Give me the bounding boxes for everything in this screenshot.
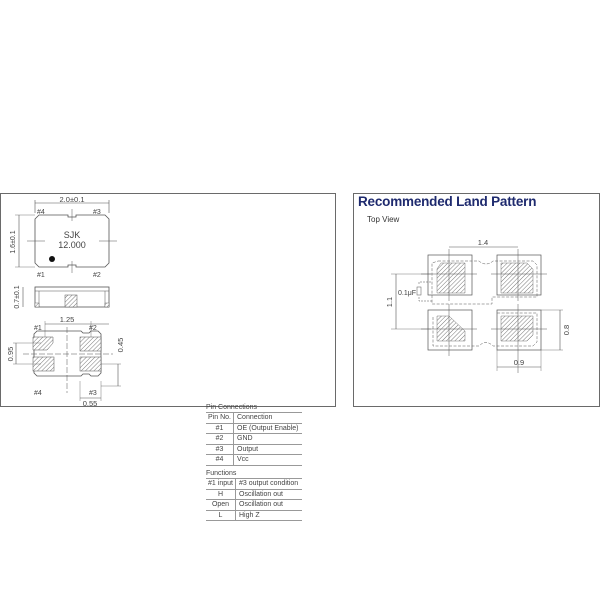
bottom-pitch-h: 1.25 [60, 315, 75, 324]
lp-pad-width: 0.9 [514, 358, 524, 367]
land-pattern-panel: Recommended Land Pattern Top View [353, 193, 600, 407]
functions-table: Functions #1 input #3 output condition H… [206, 469, 302, 521]
bottom-pitch-v: 0.95 [6, 347, 15, 362]
cell: Vcc [237, 456, 249, 463]
top-pin3: #3 [93, 209, 101, 216]
lp-pitch-v: 1.1 [385, 297, 394, 307]
top-width-dim: 2.0±0.1 [60, 195, 85, 204]
lp-pad-height: 0.8 [562, 325, 571, 335]
package-drawing: 2.0±0.1 1.6±0.1 SJK 12.000 #4 #3 #1 #2 0… [6, 195, 125, 408]
bottom-pin2: #2 [89, 325, 97, 332]
panel-subtitle: Top View [367, 215, 400, 224]
cell: High Z [239, 511, 260, 519]
package-dimensions-panel: 2.0±0.1 1.6±0.1 SJK 12.000 #4 #3 #1 #2 0… [0, 193, 336, 521]
table-header: #1 input #3 output condition [206, 479, 302, 490]
cell: GND [237, 435, 253, 442]
top-pin2: #2 [93, 272, 101, 279]
bottom-pad-height: 0.45 [116, 338, 125, 353]
lp-pitch-h: 1.4 [478, 238, 488, 247]
cell: #1 [206, 423, 234, 433]
panel-title: Recommended Land Pattern [358, 194, 537, 209]
cell: Oscillation out [239, 501, 283, 508]
cell: Oscillation out [239, 490, 283, 498]
land-pattern-drawing: 1.4 1.1 0.8 0.9 0.1μF [385, 238, 571, 373]
header-output: #3 output condition [239, 480, 299, 487]
cell: #3 [206, 444, 234, 454]
cell: #2 [206, 434, 234, 444]
bottom-pad-width: 0.55 [83, 399, 98, 408]
header-pin-no: Pin No. [206, 413, 234, 423]
marking-line2: 12.000 [58, 240, 86, 250]
marking-line1: SJK [64, 230, 81, 240]
cell: Open [206, 500, 236, 510]
capacitor-label: 0.1μF [398, 290, 416, 297]
functions-caption: Functions [206, 469, 302, 479]
cell: #4 [206, 455, 234, 465]
header-connection: Connection [237, 414, 273, 421]
table-header: Pin No. Connection [206, 413, 302, 424]
bottom-pin3: #3 [89, 390, 97, 397]
bottom-pin4: #4 [34, 390, 42, 397]
top-height-dim: 1.6±0.1 [10, 230, 17, 253]
cell: Output [237, 445, 259, 453]
cell: OE (Output Enable) [237, 424, 299, 432]
top-pin1: #1 [37, 272, 45, 279]
top-pin4: #4 [37, 209, 45, 216]
header-input: #1 input [206, 479, 236, 489]
bottom-pin1: #1 [34, 325, 42, 332]
side-height-dim: 0.7±0.1 [14, 285, 21, 308]
pin-connections-caption: Pin Connections [206, 403, 302, 413]
cell: L [206, 510, 236, 520]
cell: H [206, 489, 236, 499]
